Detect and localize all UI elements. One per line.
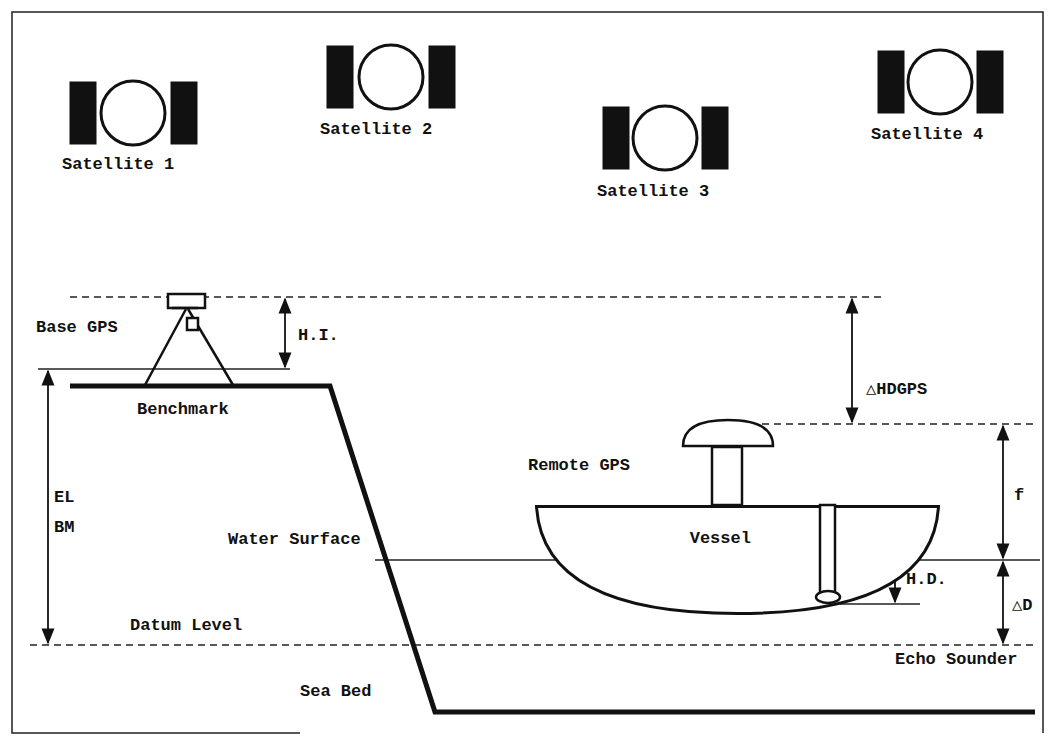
sounder-label: Echo Sounder bbox=[895, 650, 1017, 670]
benchmark-label: Benchmark bbox=[137, 400, 229, 420]
ground-profile bbox=[70, 386, 1035, 712]
satellite-label: Satellite 3 bbox=[597, 182, 709, 202]
reference-line bbox=[30, 297, 1038, 645]
benchmark-level bbox=[38, 368, 290, 370]
satellite-label: Satellite 1 bbox=[62, 155, 174, 175]
antenna-mast bbox=[712, 447, 742, 505]
dimension-label: △D bbox=[1012, 596, 1032, 616]
remote-gps-antenna bbox=[683, 420, 773, 446]
vessel-hull: Vessel bbox=[535, 505, 940, 615]
satellite-label: Satellite 2 bbox=[320, 120, 432, 140]
satellite-icon bbox=[70, 45, 1003, 170]
station-label: Base GPS bbox=[36, 318, 118, 338]
satellite-label: Satellite 4 bbox=[871, 125, 983, 145]
vessel-label: Vessel bbox=[690, 529, 751, 549]
frame bbox=[12, 12, 1043, 733]
seabed-label: Sea Bed bbox=[300, 682, 371, 702]
dimension-arrow bbox=[48, 299, 1003, 643]
transducer-depth-line bbox=[840, 603, 920, 605]
dimension-label: BM bbox=[54, 518, 74, 538]
dimension-label: EL bbox=[54, 488, 74, 508]
water-label: Water Surface bbox=[228, 530, 361, 550]
datum-label: Datum Level bbox=[130, 616, 242, 636]
base-gps-tripod bbox=[145, 294, 233, 385]
dimension-label: H.I. bbox=[298, 326, 339, 346]
hull-shape bbox=[537, 507, 939, 614]
station-label: Remote GPS bbox=[528, 456, 630, 476]
dimension-label: △HDGPS bbox=[866, 380, 927, 400]
dimension-label: H.D. bbox=[906, 570, 947, 590]
dimension-label: f bbox=[1014, 486, 1024, 506]
hull-outline bbox=[535, 505, 940, 615]
